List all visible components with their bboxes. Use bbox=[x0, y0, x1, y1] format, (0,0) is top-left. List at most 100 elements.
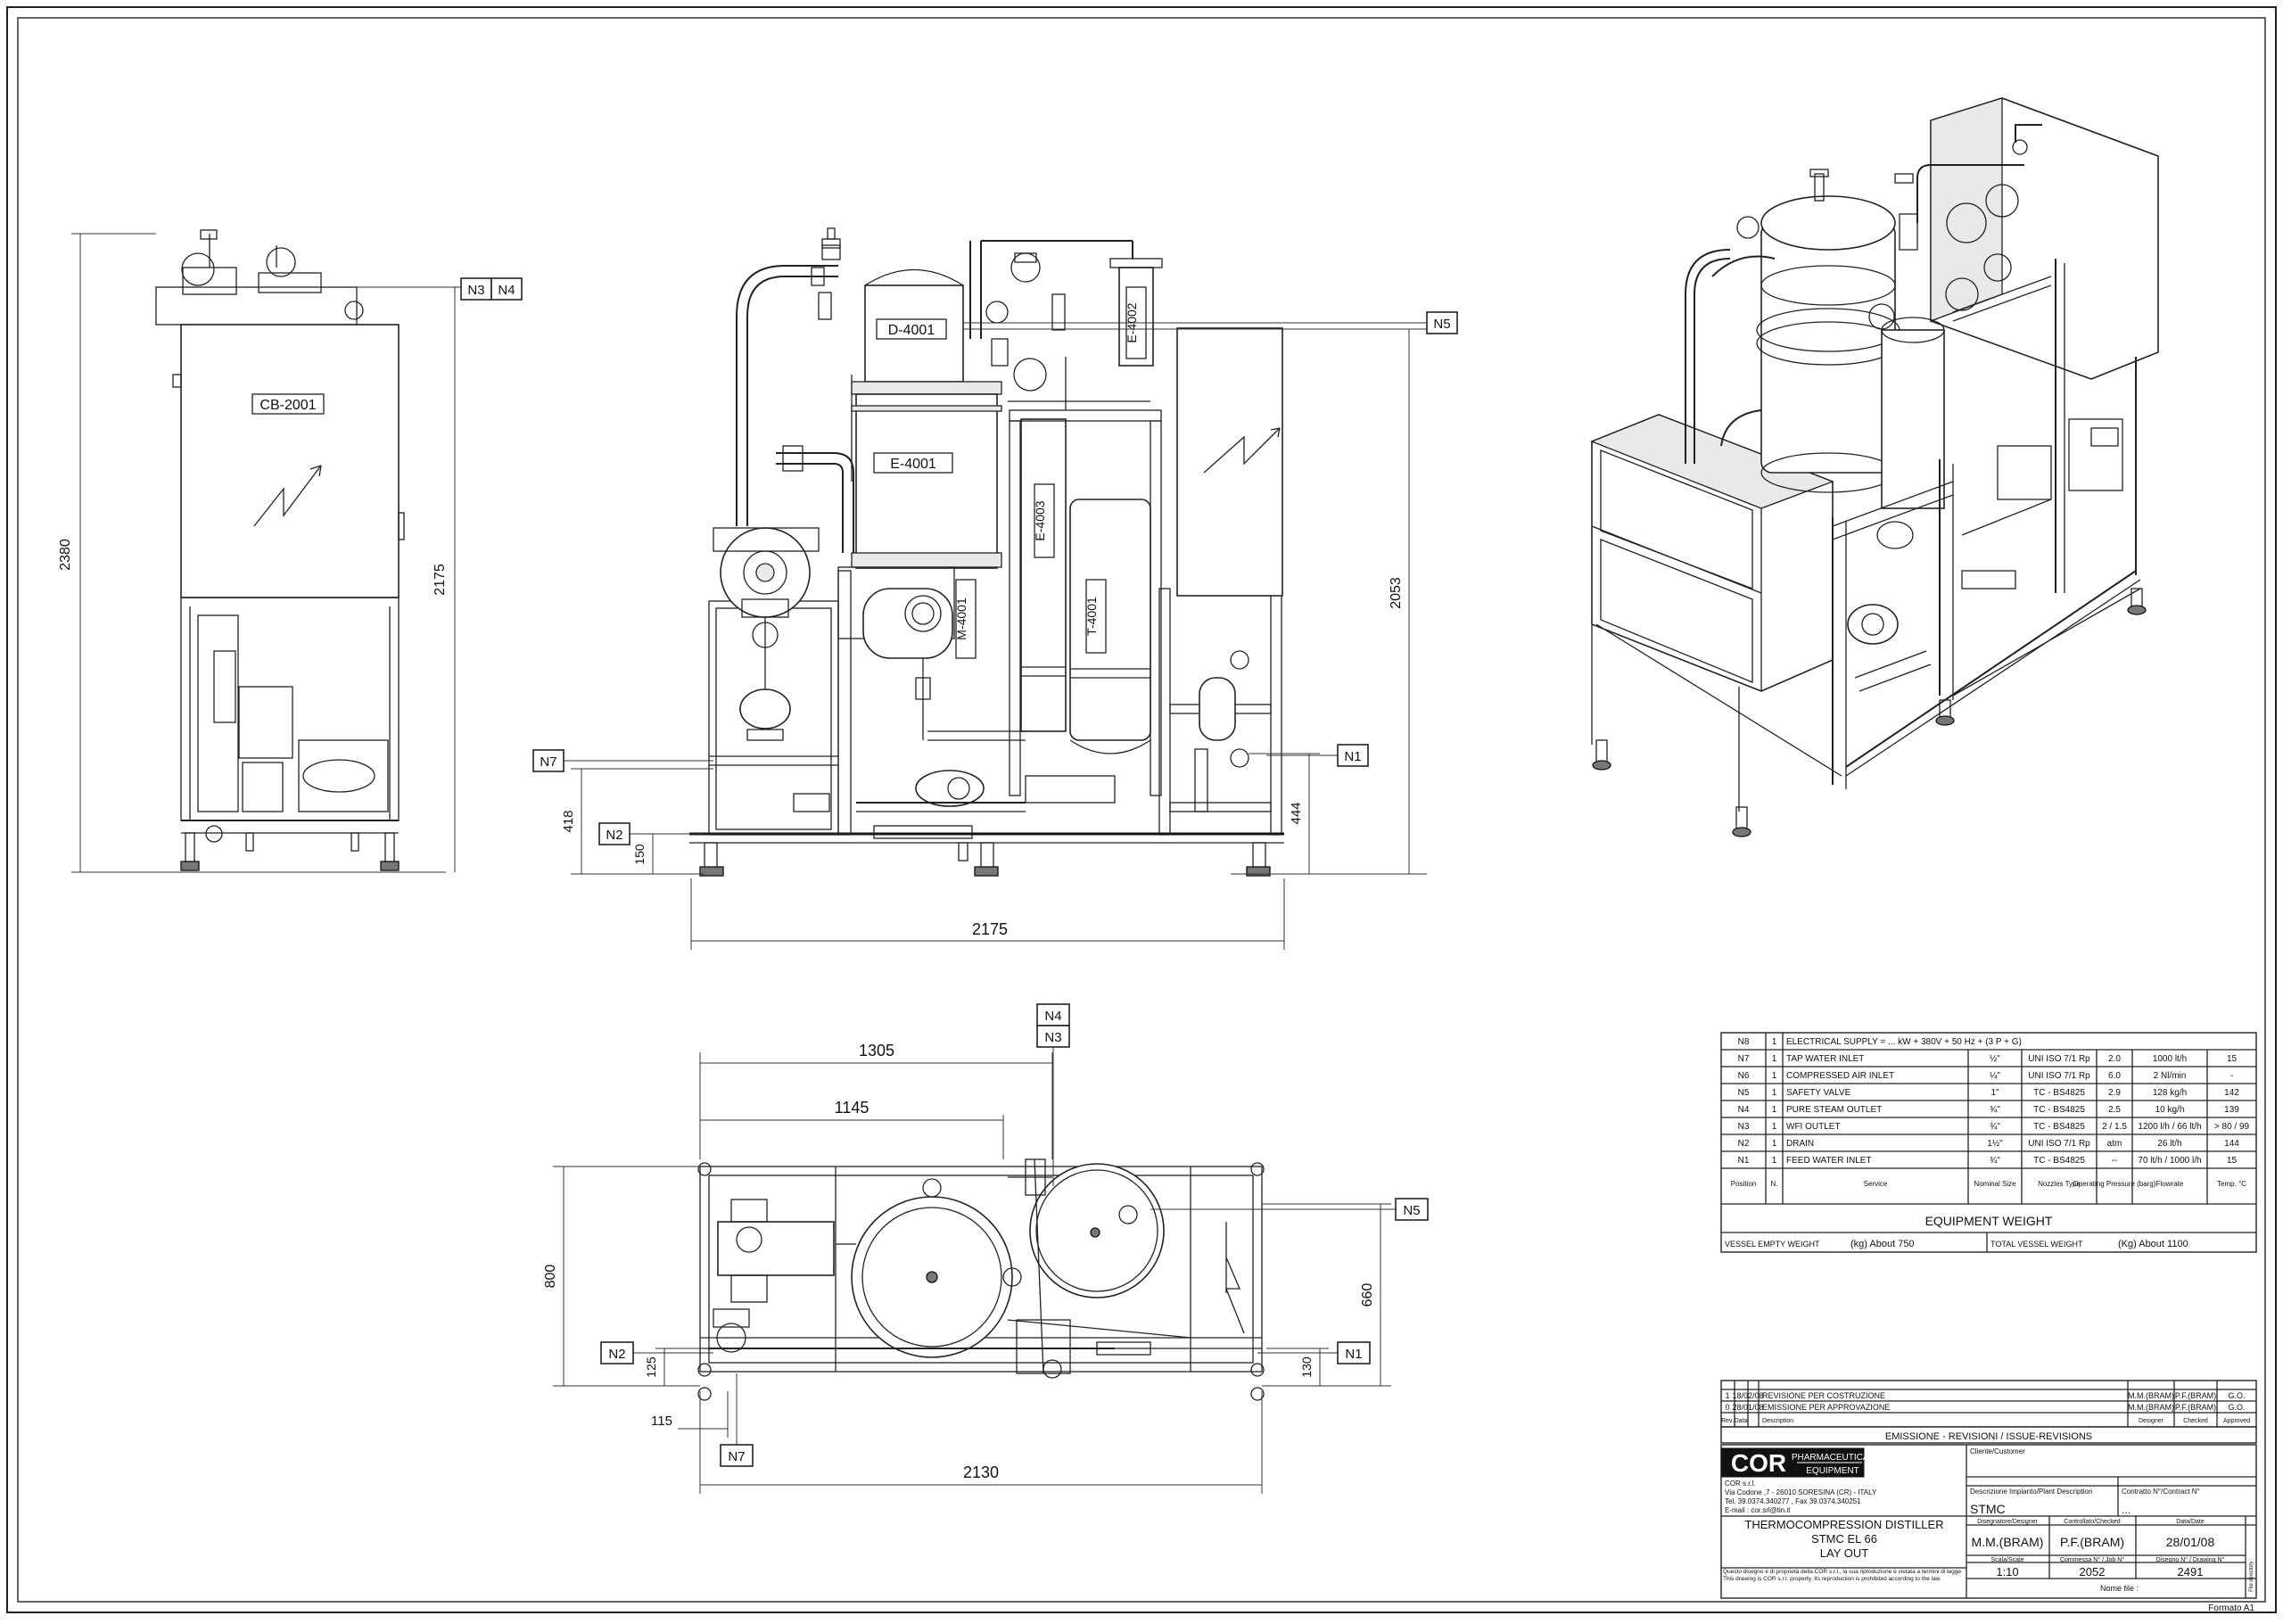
dim-2380: 2380 bbox=[58, 539, 73, 571]
plan-view: 1305 1145 800 660 125 130 115 2130 N4 N3… bbox=[543, 1003, 1429, 1494]
nozzle-n3-plan: N3 bbox=[1044, 1030, 1061, 1045]
nozzle-header-flow: Flowrate bbox=[2156, 1180, 2184, 1188]
nozzle-size-cell: 1½" bbox=[1987, 1139, 2003, 1149]
total-weight-label: TOTAL VESSEL WEIGHT bbox=[1990, 1240, 2083, 1249]
side-view: CB-2001 2380 2175 N3 bbox=[58, 229, 523, 873]
revision-desc: REVISIONE PER COSTRUZIONE bbox=[1762, 1391, 1885, 1400]
nozzle-flow-cell: 70 lt/h / 1000 l/h bbox=[2138, 1156, 2201, 1166]
nozzle-temp-cell: - bbox=[2230, 1071, 2233, 1081]
revision-approved: G.O. bbox=[2228, 1403, 2245, 1412]
disclaimer: Questo disegno è di proprietà della COR … bbox=[1723, 1569, 1963, 1582]
company-address: Via Codone ,7 - 26010 SORESINA (CR) - IT… bbox=[1725, 1488, 1877, 1496]
tag-m-4001-label: M-4001 bbox=[954, 598, 968, 640]
nozzle-press-cell: 2.0 bbox=[2108, 1054, 2121, 1064]
dim-150: 150 bbox=[632, 844, 647, 865]
dim-115: 115 bbox=[651, 1414, 672, 1429]
rev-header-rev: Rev. bbox=[1721, 1418, 1734, 1424]
nozzle-type-cell: UNI ISO 7/1 Rp bbox=[2028, 1139, 2090, 1149]
nozzle-n1-front: N1 bbox=[1344, 749, 1361, 764]
outer-border bbox=[6, 6, 2277, 1613]
nozzle-n1-plan: N1 bbox=[1345, 1347, 1362, 1362]
nozzle-pos-cell: N5 bbox=[1738, 1088, 1750, 1098]
nozzle-flow-cell: 2 Nl/min bbox=[2154, 1071, 2187, 1081]
nozzle-header-press: Operating Pressure (barg) bbox=[2073, 1180, 2156, 1188]
nozzle-n4-plan: N4 bbox=[1044, 1009, 1061, 1024]
nozzle-header-size: Nominal Size bbox=[1974, 1180, 2016, 1188]
nozzle-service-cell: WFI OUTLET bbox=[1786, 1122, 1841, 1132]
nozzle-n3-side: N3 bbox=[467, 283, 484, 298]
nozzle-flow-cell: 26 lt/h bbox=[2157, 1139, 2181, 1149]
nozzle-header-temp: Temp. °C bbox=[2217, 1180, 2246, 1188]
nozzle-n-cell: 1 bbox=[1772, 1037, 1777, 1047]
nozzle-press-cell: atm bbox=[2107, 1139, 2122, 1149]
nozzle-n7-front: N7 bbox=[540, 754, 556, 770]
dim-660: 660 bbox=[1360, 1283, 1375, 1307]
isometric-view bbox=[1590, 97, 2159, 837]
drawing-title-1: THERMOCOMPRESSION DISTILLER bbox=[1744, 1518, 1943, 1531]
nozzle-service-cell: SAFETY VALVE bbox=[1786, 1088, 1851, 1098]
logo-sub-1: PHARMACEUTICAL bbox=[1792, 1453, 1875, 1463]
contract-value: ... bbox=[2122, 1504, 2131, 1516]
nozzle-n-cell: 1 bbox=[1772, 1071, 1777, 1081]
nozzle-header-pos: Position bbox=[1731, 1180, 1756, 1188]
revision-designer: M.M.(BRAM) bbox=[2128, 1391, 2174, 1400]
nozzle-temp-cell: > 80 / 99 bbox=[2214, 1122, 2250, 1132]
drawing-no-label: Disegno N° / Drawing N° bbox=[2156, 1556, 2225, 1563]
drawing-title-3: LAY OUT bbox=[1820, 1546, 1868, 1560]
dim-130: 130 bbox=[1299, 1356, 1314, 1378]
plant-label: Descrizione Impianto/Plant Description bbox=[1970, 1488, 2092, 1496]
nozzle-press-cell: 6.0 bbox=[2108, 1071, 2121, 1081]
nozzle-service-cell: DRAIN bbox=[1786, 1139, 1814, 1149]
nozzle-flow-cell: 1200 l/h / 66 lt/h bbox=[2138, 1122, 2201, 1132]
nozzle-n4-side: N4 bbox=[498, 283, 515, 298]
dim-418: 418 bbox=[561, 810, 576, 832]
nozzle-size-cell: ¾" bbox=[1990, 1105, 2000, 1115]
nozzle-type-cell: TC - BS4825 bbox=[2033, 1105, 2085, 1115]
nozzle-size-cell: ¾" bbox=[1990, 1156, 2000, 1166]
revision-rev: 1 bbox=[1725, 1391, 1729, 1400]
dim-1305: 1305 bbox=[859, 1042, 894, 1059]
inner-border bbox=[17, 17, 2266, 1603]
dim-2053: 2053 bbox=[1389, 577, 1404, 609]
dim-2175-side: 2175 bbox=[433, 564, 448, 596]
empty-weight-label: VESSEL EMPTY WEIGHT bbox=[1725, 1240, 1820, 1249]
tag-t-4001-label: T-4001 bbox=[1084, 597, 1099, 636]
nozzle-n-cell: 1 bbox=[1772, 1156, 1777, 1166]
rev-header-date: Data bbox=[1735, 1418, 1748, 1424]
nozzle-pos-cell: N3 bbox=[1738, 1122, 1750, 1132]
nozzle-header-n: N. bbox=[1771, 1180, 1778, 1188]
tag-e-4003-label: E-4003 bbox=[1033, 500, 1047, 540]
nozzle-type-cell: TC - BS4825 bbox=[2033, 1088, 2085, 1098]
nozzle-n7-plan: N7 bbox=[728, 1449, 745, 1464]
revisions-title: EMISSIONE - REVISIONI / ISSUE-REVISIONS bbox=[1885, 1431, 2092, 1442]
rev-header-desc: Description bbox=[1762, 1418, 1793, 1424]
designer-label: Disegnatore/Designer bbox=[1977, 1519, 2038, 1525]
tag-t-4001 bbox=[1085, 579, 1107, 654]
nozzle-service-cell: FEED WATER INLET bbox=[1786, 1156, 1872, 1166]
nozzle-header-type: Nozzles Type bbox=[2038, 1180, 2081, 1188]
nozzle-pos-cell: N1 bbox=[1738, 1156, 1750, 1166]
nozzle-temp-cell: 142 bbox=[2224, 1088, 2239, 1098]
revision-approved: G.O. bbox=[2228, 1391, 2245, 1400]
checked-label: Controllato/Checked bbox=[2064, 1519, 2121, 1525]
nozzle-header-service: Service bbox=[1864, 1180, 1888, 1188]
tag-e-4001-label: E-4001 bbox=[890, 457, 936, 472]
dim-2175-front: 2175 bbox=[972, 920, 1008, 938]
total-weight-value: (Kg) About 1100 bbox=[2118, 1239, 2188, 1249]
nozzle-flow-cell: 10 kg/h bbox=[2155, 1105, 2185, 1115]
checked-value: P.F.(BRAM) bbox=[2060, 1535, 2124, 1549]
dim-800: 800 bbox=[543, 1265, 558, 1289]
nozzle-type-cell: TC - BS4825 bbox=[2033, 1156, 2085, 1166]
nozzle-press-cell: 2.5 bbox=[2108, 1105, 2121, 1115]
tag-d-4001-label: D-4001 bbox=[888, 323, 935, 338]
nozzle-type-cell: UNI ISO 7/1 Rp bbox=[2028, 1054, 2090, 1064]
nozzle-flow-cell: 1000 lt/h bbox=[2153, 1054, 2187, 1064]
sheet-label: File directory : bbox=[2249, 1558, 2254, 1592]
format-label: Formato A1 bbox=[2208, 1603, 2254, 1613]
nozzle-flow-cell: 128 kg/h bbox=[2153, 1088, 2187, 1098]
tag-cb-2001-label: CB-2001 bbox=[260, 398, 316, 413]
title-block: COR PHARMACEUTICAL EQUIPMENT COR s.r.l. … bbox=[1720, 1444, 2257, 1613]
dim-125: 125 bbox=[644, 1356, 658, 1378]
